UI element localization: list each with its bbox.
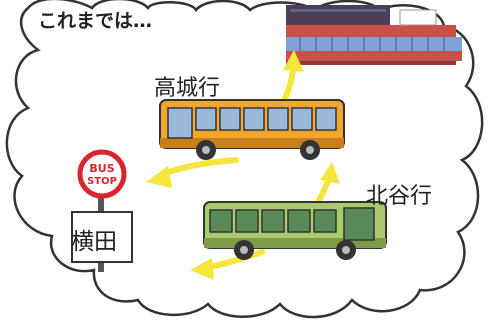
bus-sign-line1: BUS <box>89 162 114 175</box>
bus-stop: BUS STOP <box>71 149 133 272</box>
heading: これまでは… <box>38 10 153 32</box>
route-label-bottom: 北谷行 <box>366 184 433 209</box>
bus-stop-sign <box>77 149 127 199</box>
green-bus <box>203 201 387 260</box>
arrow-left-orange <box>146 157 239 188</box>
route-label-top: 高城行 <box>154 76 221 101</box>
bus-sign-line2: STOP <box>87 176 117 187</box>
arrow-left-green <box>190 249 265 280</box>
orange-bus <box>159 99 345 160</box>
bus-stop-name: 横田 <box>71 229 117 255</box>
station-building <box>286 5 462 65</box>
